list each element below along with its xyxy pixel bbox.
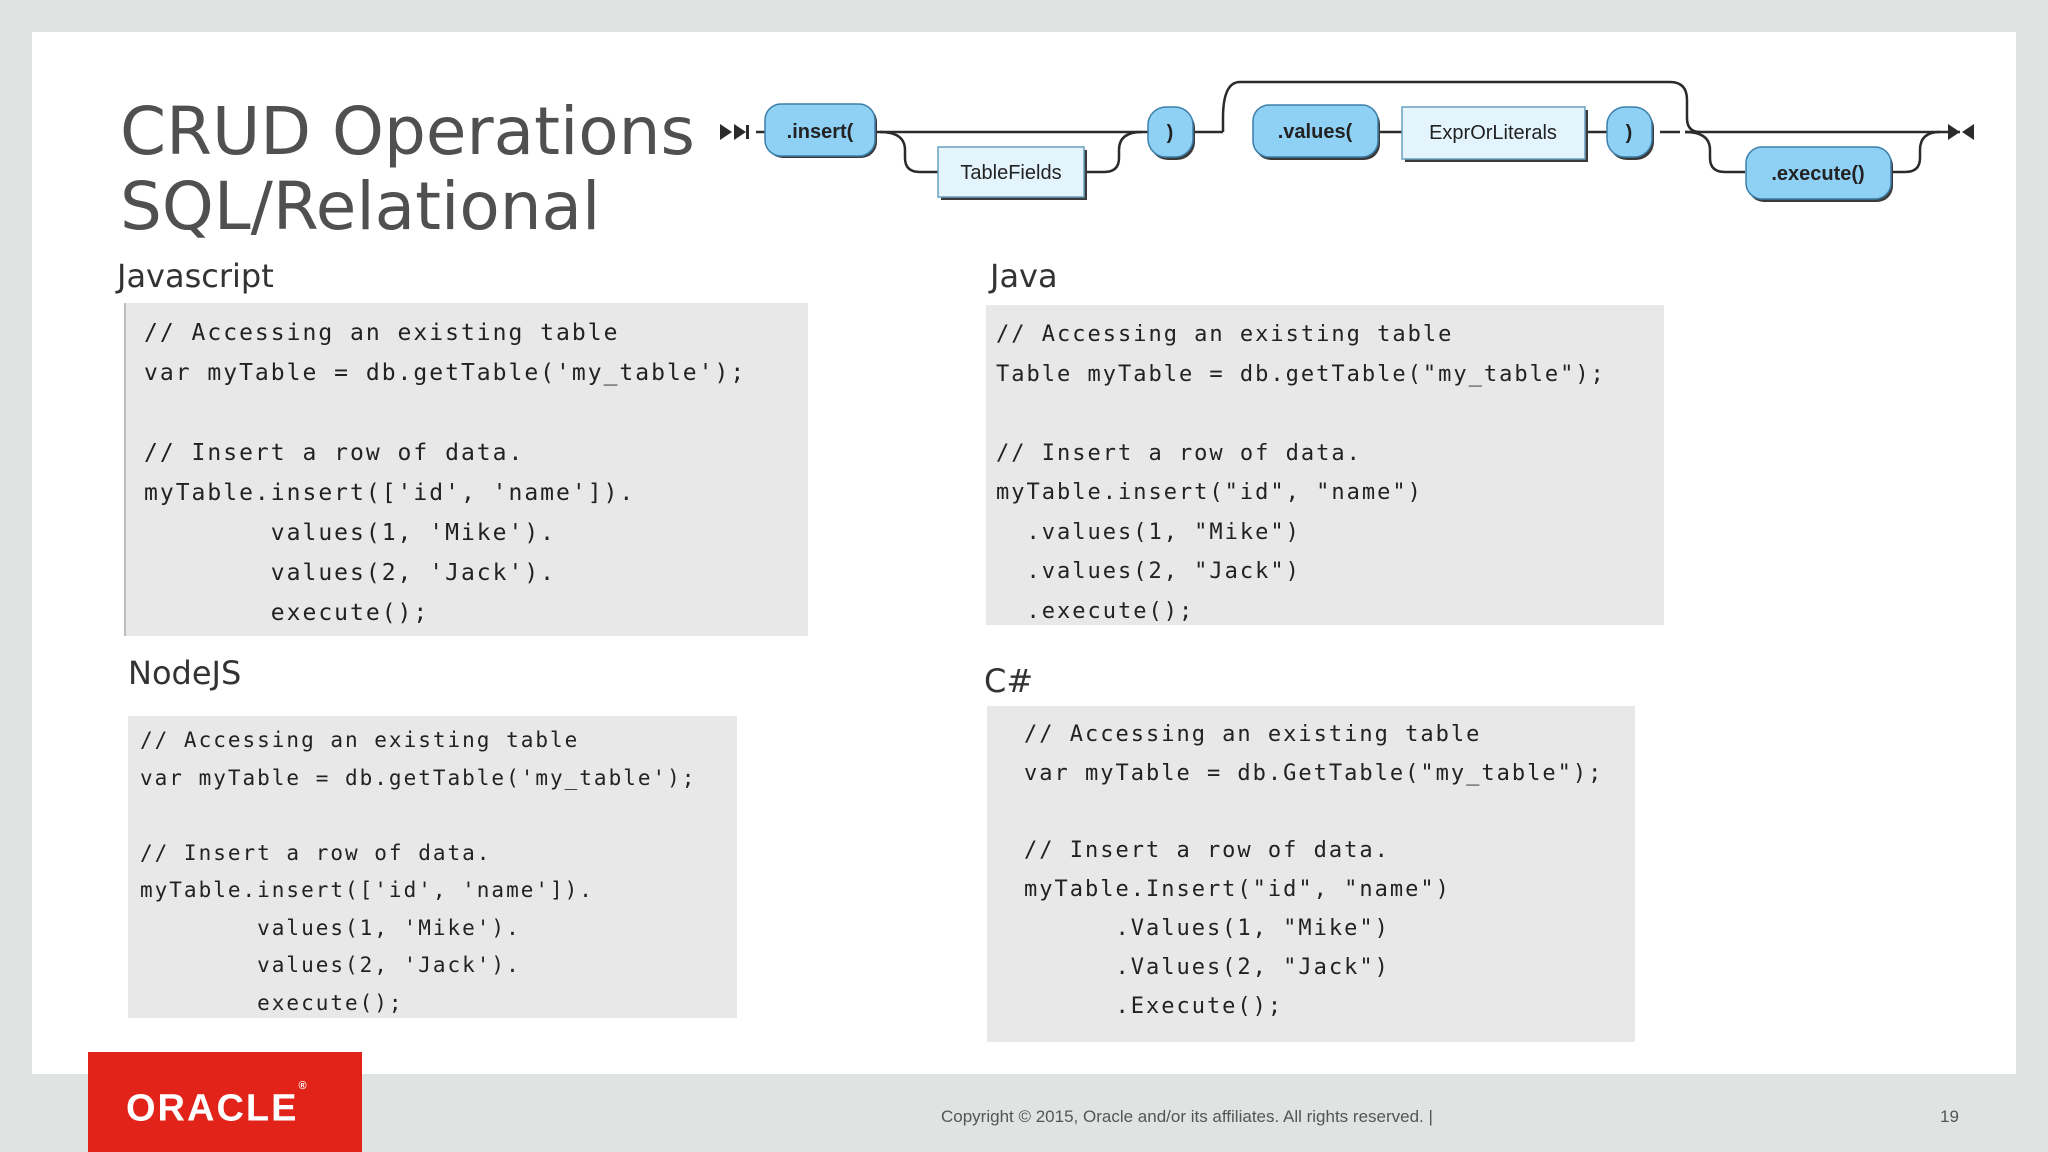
exprorliterals-node: ExprOrLiterals <box>1401 106 1588 162</box>
code-line: .execute(); <box>996 598 1195 624</box>
values-node-label: .values( <box>1278 121 1353 143</box>
code-line: // Insert a row of data. <box>1024 838 1390 864</box>
tablefields-node: TableFields <box>937 146 1087 200</box>
end-marker <box>1948 124 1974 140</box>
csharp-code-block: // Accessing an existing table var myTabl… <box>987 706 1635 1042</box>
execute-node: .execute() <box>1745 146 1893 202</box>
code-line: // Accessing an existing table <box>1024 722 1482 747</box>
start-marker <box>720 124 749 140</box>
code-line: var myTable = db.getTable('my_table'); <box>140 765 697 790</box>
code-line: values(2, 'Jack'). <box>140 953 521 977</box>
execute-node-label: .execute() <box>1771 163 1864 185</box>
code-line: // Insert a row of data. <box>144 440 525 466</box>
code-line: .values(2, "Jack") <box>996 559 1301 584</box>
title-line-2: SQL/Relational <box>120 168 601 245</box>
nodejs-label: NodeJS <box>128 654 242 692</box>
close-paren-node-1: ) <box>1147 106 1195 160</box>
code-line: values(1, 'Mike'). <box>140 915 521 940</box>
code-line: var myTable = db.getTable('my_table'); <box>144 360 747 386</box>
oracle-logo-text: ORACLE® <box>126 1080 309 1130</box>
close-paren-node-1-label: ) <box>1167 122 1174 144</box>
code-line: ​ <box>1024 794 1635 833</box>
tablefields-node-label: TableFields <box>960 162 1061 184</box>
csharp-code: // Accessing an existing table var myTabl… <box>1024 716 1635 1026</box>
code-line: ​ <box>144 393 808 433</box>
code-line: // Accessing an existing table <box>140 728 580 752</box>
close-paren-node-2-label: ) <box>1626 122 1633 144</box>
close-paren-node-2: ) <box>1606 106 1654 160</box>
code-line: myTable.insert(['id', 'name']). <box>140 878 594 902</box>
code-line: .Execute(); <box>1024 993 1284 1019</box>
javascript-code-block: // Accessing an existing table var myTabl… <box>124 303 808 636</box>
code-line: .values(1, "Mike") <box>996 519 1301 545</box>
code-line: // Accessing an existing table <box>996 322 1454 347</box>
values-node: .values( <box>1252 104 1380 160</box>
code-line: ​ <box>140 797 737 835</box>
code-line: // Accessing an existing table <box>144 320 620 346</box>
nodejs-code-block: // Accessing an existing table var myTabl… <box>128 716 737 1018</box>
nodejs-code: // Accessing an existing table var myTabl… <box>140 722 737 1022</box>
oracle-logo: ORACLE® <box>88 1052 362 1152</box>
code-line: var myTable = db.GetTable("my_table"); <box>1024 760 1604 786</box>
code-line: .Values(2, "Jack") <box>1024 954 1390 980</box>
csharp-label: C# <box>984 662 1034 700</box>
code-line: myTable.insert(['id', 'name']). <box>144 480 636 506</box>
javascript-code: // Accessing an existing table var myTabl… <box>144 313 808 633</box>
insert-node: .insert( <box>764 103 877 158</box>
code-line: execute(); <box>144 600 430 626</box>
code-line: myTable.Insert("id", "name") <box>1024 877 1451 903</box>
code-line: ​ <box>996 394 1664 434</box>
javascript-label: Javascript <box>117 257 274 295</box>
railroad-diagram: .insert( TableFields ) .values( ExprOrLi… <box>720 80 1974 202</box>
exprorliterals-node-label: ExprOrLiterals <box>1429 122 1557 144</box>
footer-copyright: Copyright © 2015, Oracle and/or its affi… <box>941 1107 1433 1126</box>
page-number: 19 <box>1940 1107 1959 1126</box>
code-line: // Insert a row of data. <box>140 840 492 865</box>
code-line: // Insert a row of data. <box>996 440 1362 466</box>
code-line: values(1, 'Mike'). <box>144 520 557 546</box>
java-label: Java <box>990 257 1058 295</box>
page-title: CRUD Operations SQL/Relational <box>120 94 695 244</box>
title-line-1: CRUD Operations <box>120 93 695 170</box>
code-line: values(2, 'Jack'). <box>144 560 557 586</box>
code-line: .Values(1, "Mike") <box>1024 915 1390 941</box>
code-line: Table myTable = db.getTable("my_table"); <box>996 361 1606 387</box>
insert-node-label: .insert( <box>787 121 854 143</box>
code-line: execute(); <box>140 990 404 1015</box>
code-line: myTable.insert("id", "name") <box>996 480 1423 505</box>
